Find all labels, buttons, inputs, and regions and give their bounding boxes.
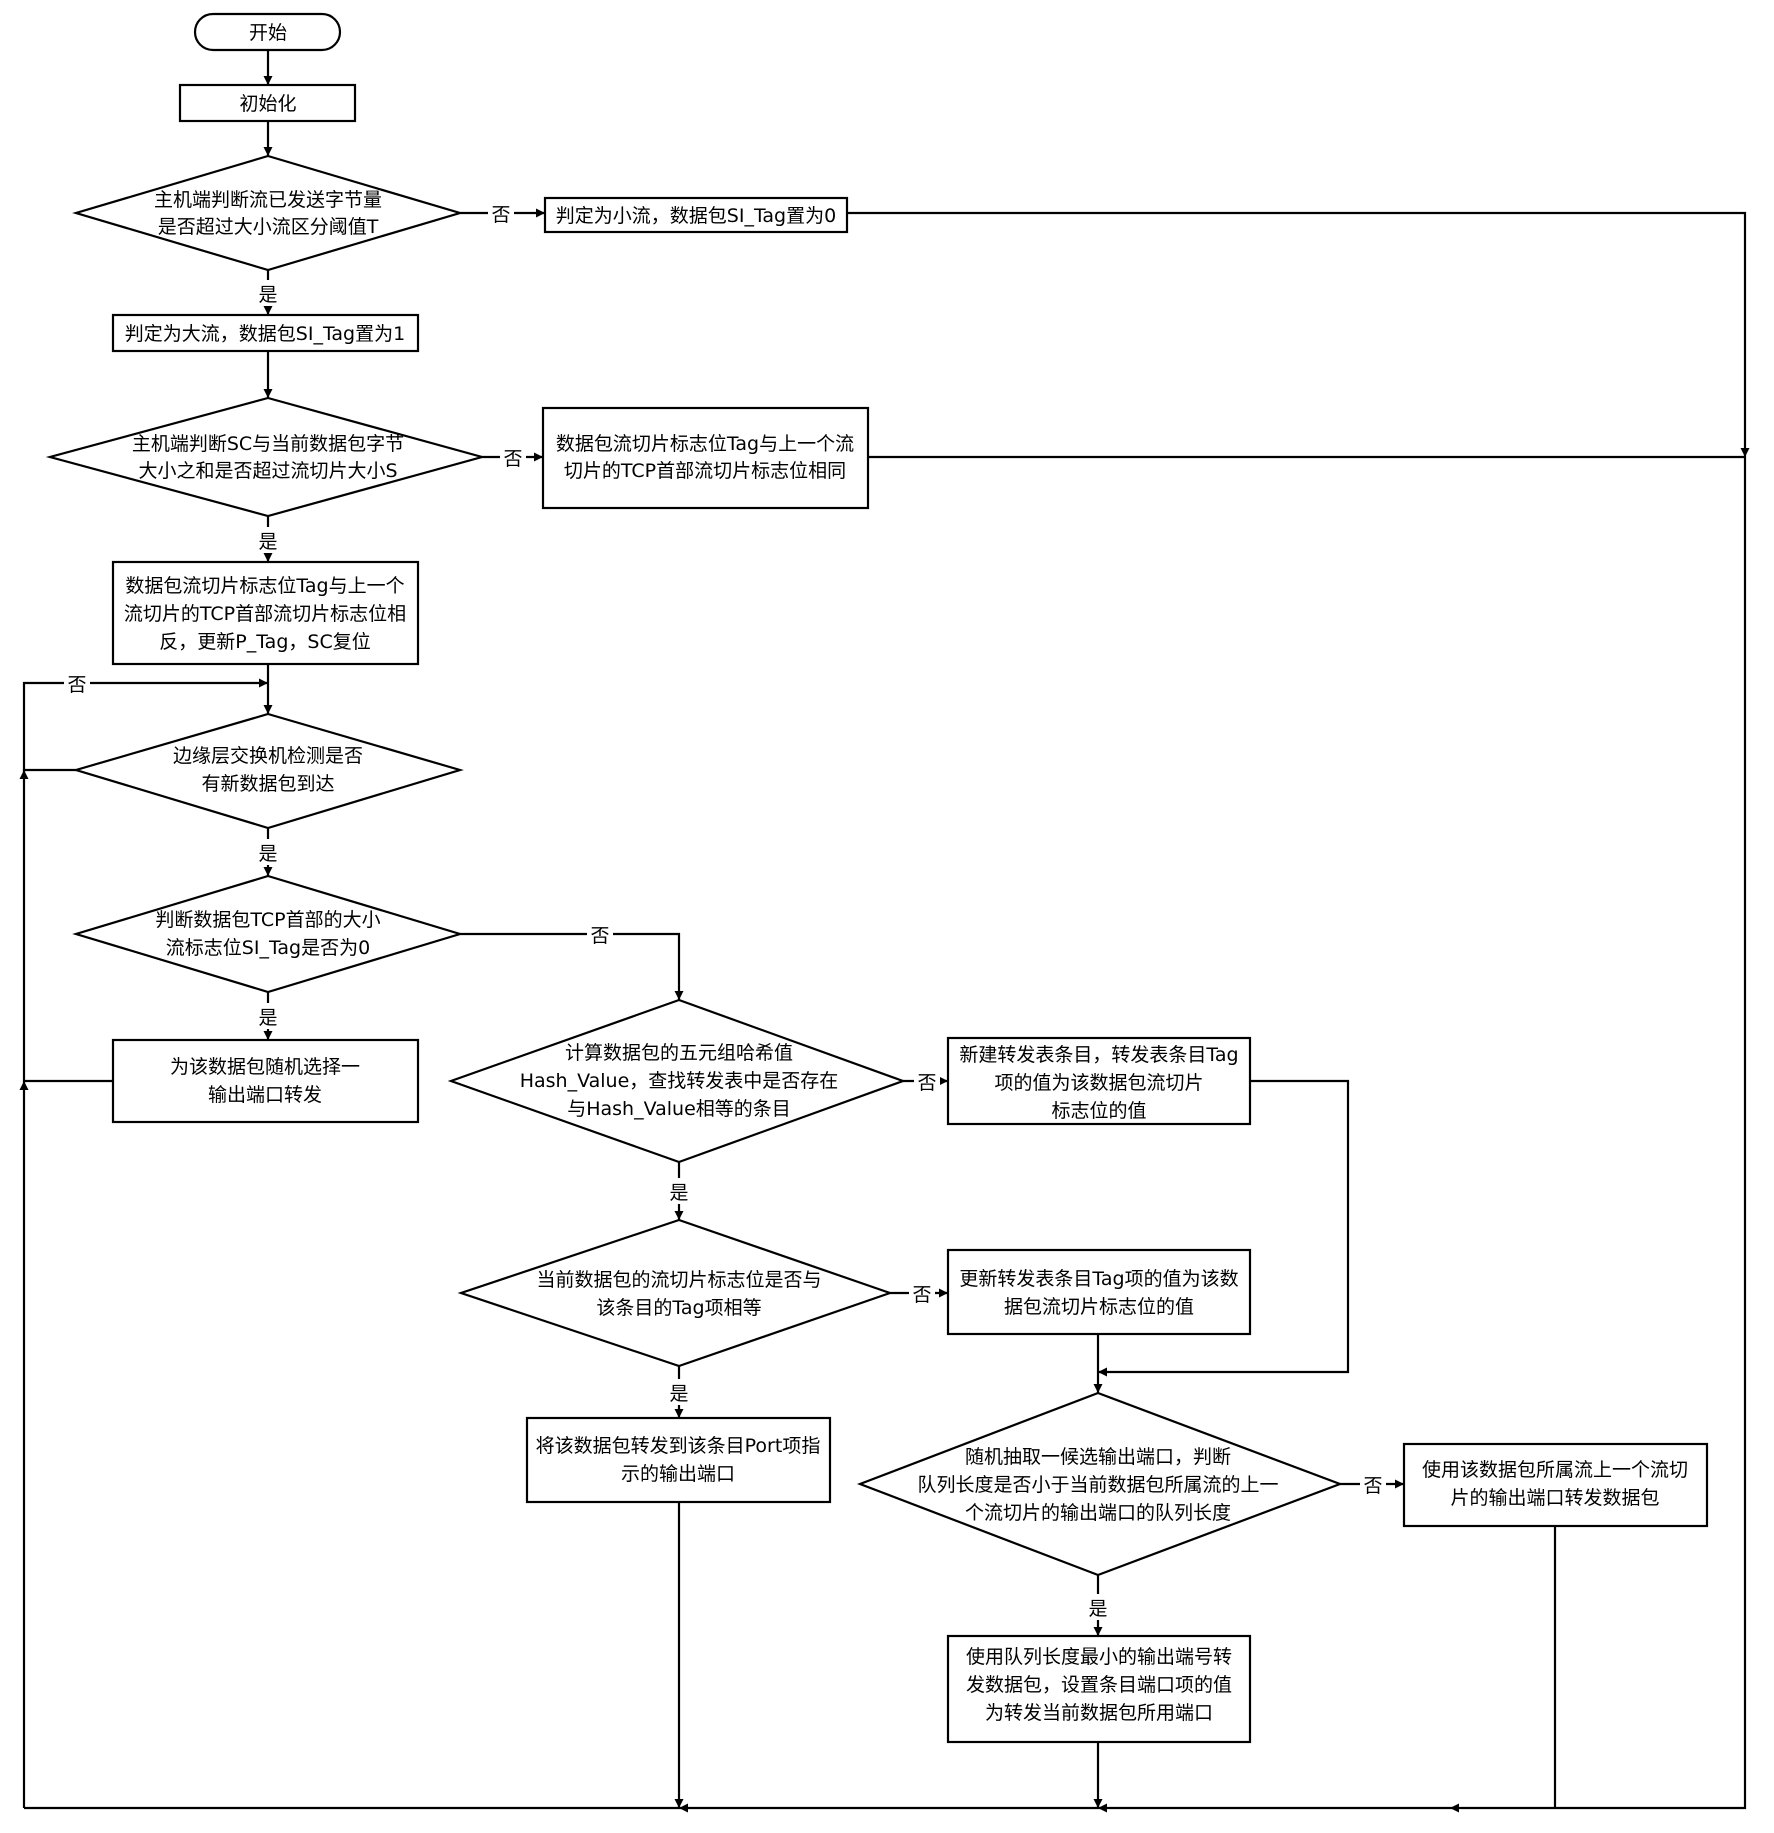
arrive-label-2: 有新数据包到达 — [201, 773, 334, 795]
tag-same-label-2: 切片的TCP首部流切片标志位相同 — [564, 460, 846, 482]
hash-label-3: 与Hash_Value相等的条目 — [567, 1098, 791, 1120]
new-entry-label-1: 新建转发表条目，转发表条目Tag — [959, 1044, 1238, 1066]
tag-flip-label-3: 反，更新P_Tag，SC复位 — [159, 631, 370, 653]
update-tag-label-1: 更新转发表条目Tag项的值为该数 — [959, 1268, 1238, 1290]
small-flow-box — [543, 196, 849, 234]
threshold-label-2: 是否超过大小流区分阈值T — [158, 216, 379, 238]
slice-no-label: 否 — [503, 448, 522, 470]
init-box — [178, 83, 357, 123]
tag-equal-label-2: 该条目的Tag项相等 — [596, 1297, 761, 1319]
queue-label-1: 随机抽取一候选输出端口，判断 — [965, 1446, 1231, 1468]
small-flow-label: 判定为小流，数据包SI_Tag置为0 — [556, 205, 836, 227]
new-entry-label-3: 标志位的值 — [1051, 1100, 1146, 1122]
start-label: 开始 — [249, 22, 287, 44]
queue-yes-label: 是 — [1088, 1598, 1107, 1620]
threshold-yes-label: 是 — [258, 284, 277, 306]
slice-yes-label: 是 — [258, 531, 277, 553]
edge-smallflow-right — [847, 211, 1750, 457]
new-entry-box — [946, 1036, 1252, 1126]
si-tag-yes-label: 是 — [258, 1007, 277, 1029]
use-prev-label-1: 使用该数据包所属流上一个流切 — [1422, 1459, 1688, 1481]
hash-label-2: Hash_Value，查找转发表中是否存在 — [520, 1070, 839, 1092]
tag-same-box — [541, 406, 870, 510]
tag-equal-decision — [457, 1218, 894, 1368]
queue-label-3: 个流切片的输出端口的队列长度 — [965, 1502, 1231, 1524]
arrive-label-1: 边缘层交换机检测是否 — [173, 745, 363, 767]
queue-no-label: 否 — [1363, 1475, 1382, 1497]
threshold-no-label: 否 — [491, 204, 510, 226]
hash-label-1: 计算数据包的五元组哈希值 — [565, 1042, 793, 1064]
use-min-queue-box — [946, 1634, 1252, 1744]
slice-label-1: 主机端判断SC与当前数据包字节 — [132, 433, 404, 455]
tag-same-label-1: 数据包流切片标志位Tag与上一个流 — [556, 433, 854, 455]
use-min-label-3: 为转发当前数据包所用端口 — [985, 1702, 1213, 1724]
update-tag-label-2: 据包流切片标志位的值 — [1004, 1296, 1194, 1318]
si-tag-no-label: 否 — [590, 925, 609, 947]
arrive-yes-label: 是 — [258, 843, 277, 865]
hash-no-label: 否 — [917, 1072, 936, 1094]
update-tag-box — [946, 1248, 1252, 1336]
threshold-label-1: 主机端判断流已发送字节量 — [154, 189, 382, 211]
tag-flip-label-1: 数据包流切片标志位Tag与上一个 — [125, 575, 404, 597]
init-label: 初始化 — [239, 93, 296, 115]
edge-arrive-no-loop — [22, 678, 268, 772]
random-port-box — [111, 1038, 420, 1124]
tag-equal-no-label: 否 — [912, 1284, 931, 1306]
packet-arrive-decision — [72, 712, 464, 830]
tag-equal-label-1: 当前数据包的流切片标志位是否与 — [536, 1269, 821, 1291]
queue-label-2: 队列长度是否小于当前数据包所属流的上一 — [917, 1474, 1278, 1496]
use-prev-port-box — [1402, 1442, 1709, 1528]
edge-sitag-no — [460, 932, 684, 1000]
random-port-label-1: 为该数据包随机选择一 — [170, 1056, 360, 1078]
big-flow-label: 判定为大流，数据包SI_Tag置为1 — [125, 323, 405, 345]
use-min-label-1: 使用队列长度最小的输出端号转 — [966, 1646, 1232, 1668]
hash-yes-label: 是 — [669, 1182, 688, 1204]
forward-port-label-1: 将该数据包转发到该条目Port项指 — [536, 1435, 821, 1457]
si-tag-label-1: 判断数据包TCP首部的大小 — [155, 909, 380, 931]
slice-label-2: 大小之和是否超过流切片大小S — [138, 460, 397, 482]
threshold-decision — [72, 154, 464, 272]
arrive-no-label: 否 — [67, 674, 86, 696]
tag-flip-label-2: 流切片的TCP首部流切片标志位相 — [124, 603, 406, 625]
slice-size-decision — [45, 396, 487, 518]
si-tag-decision — [72, 874, 464, 994]
tag-flip-box — [111, 560, 420, 666]
big-flow-box — [111, 313, 420, 353]
edge-right-rail-down — [1450, 457, 1747, 1813]
use-prev-label-2: 片的输出端口转发数据包 — [1450, 1487, 1659, 1509]
random-port-label-2: 输出端口转发 — [208, 1084, 322, 1106]
tag-equal-yes-label: 是 — [669, 1383, 688, 1405]
edge-newentry-merge — [1098, 1079, 1350, 1377]
si-tag-label-2: 流标志位SI_Tag是否为0 — [166, 937, 370, 959]
forward-port-label-2: 示的输出端口 — [621, 1463, 735, 1485]
new-entry-label-2: 项的值为该数据包流切片 — [994, 1072, 1203, 1094]
use-min-label-2: 发数据包，设置条目端口项的值 — [966, 1674, 1232, 1696]
forward-port-box — [525, 1416, 832, 1504]
